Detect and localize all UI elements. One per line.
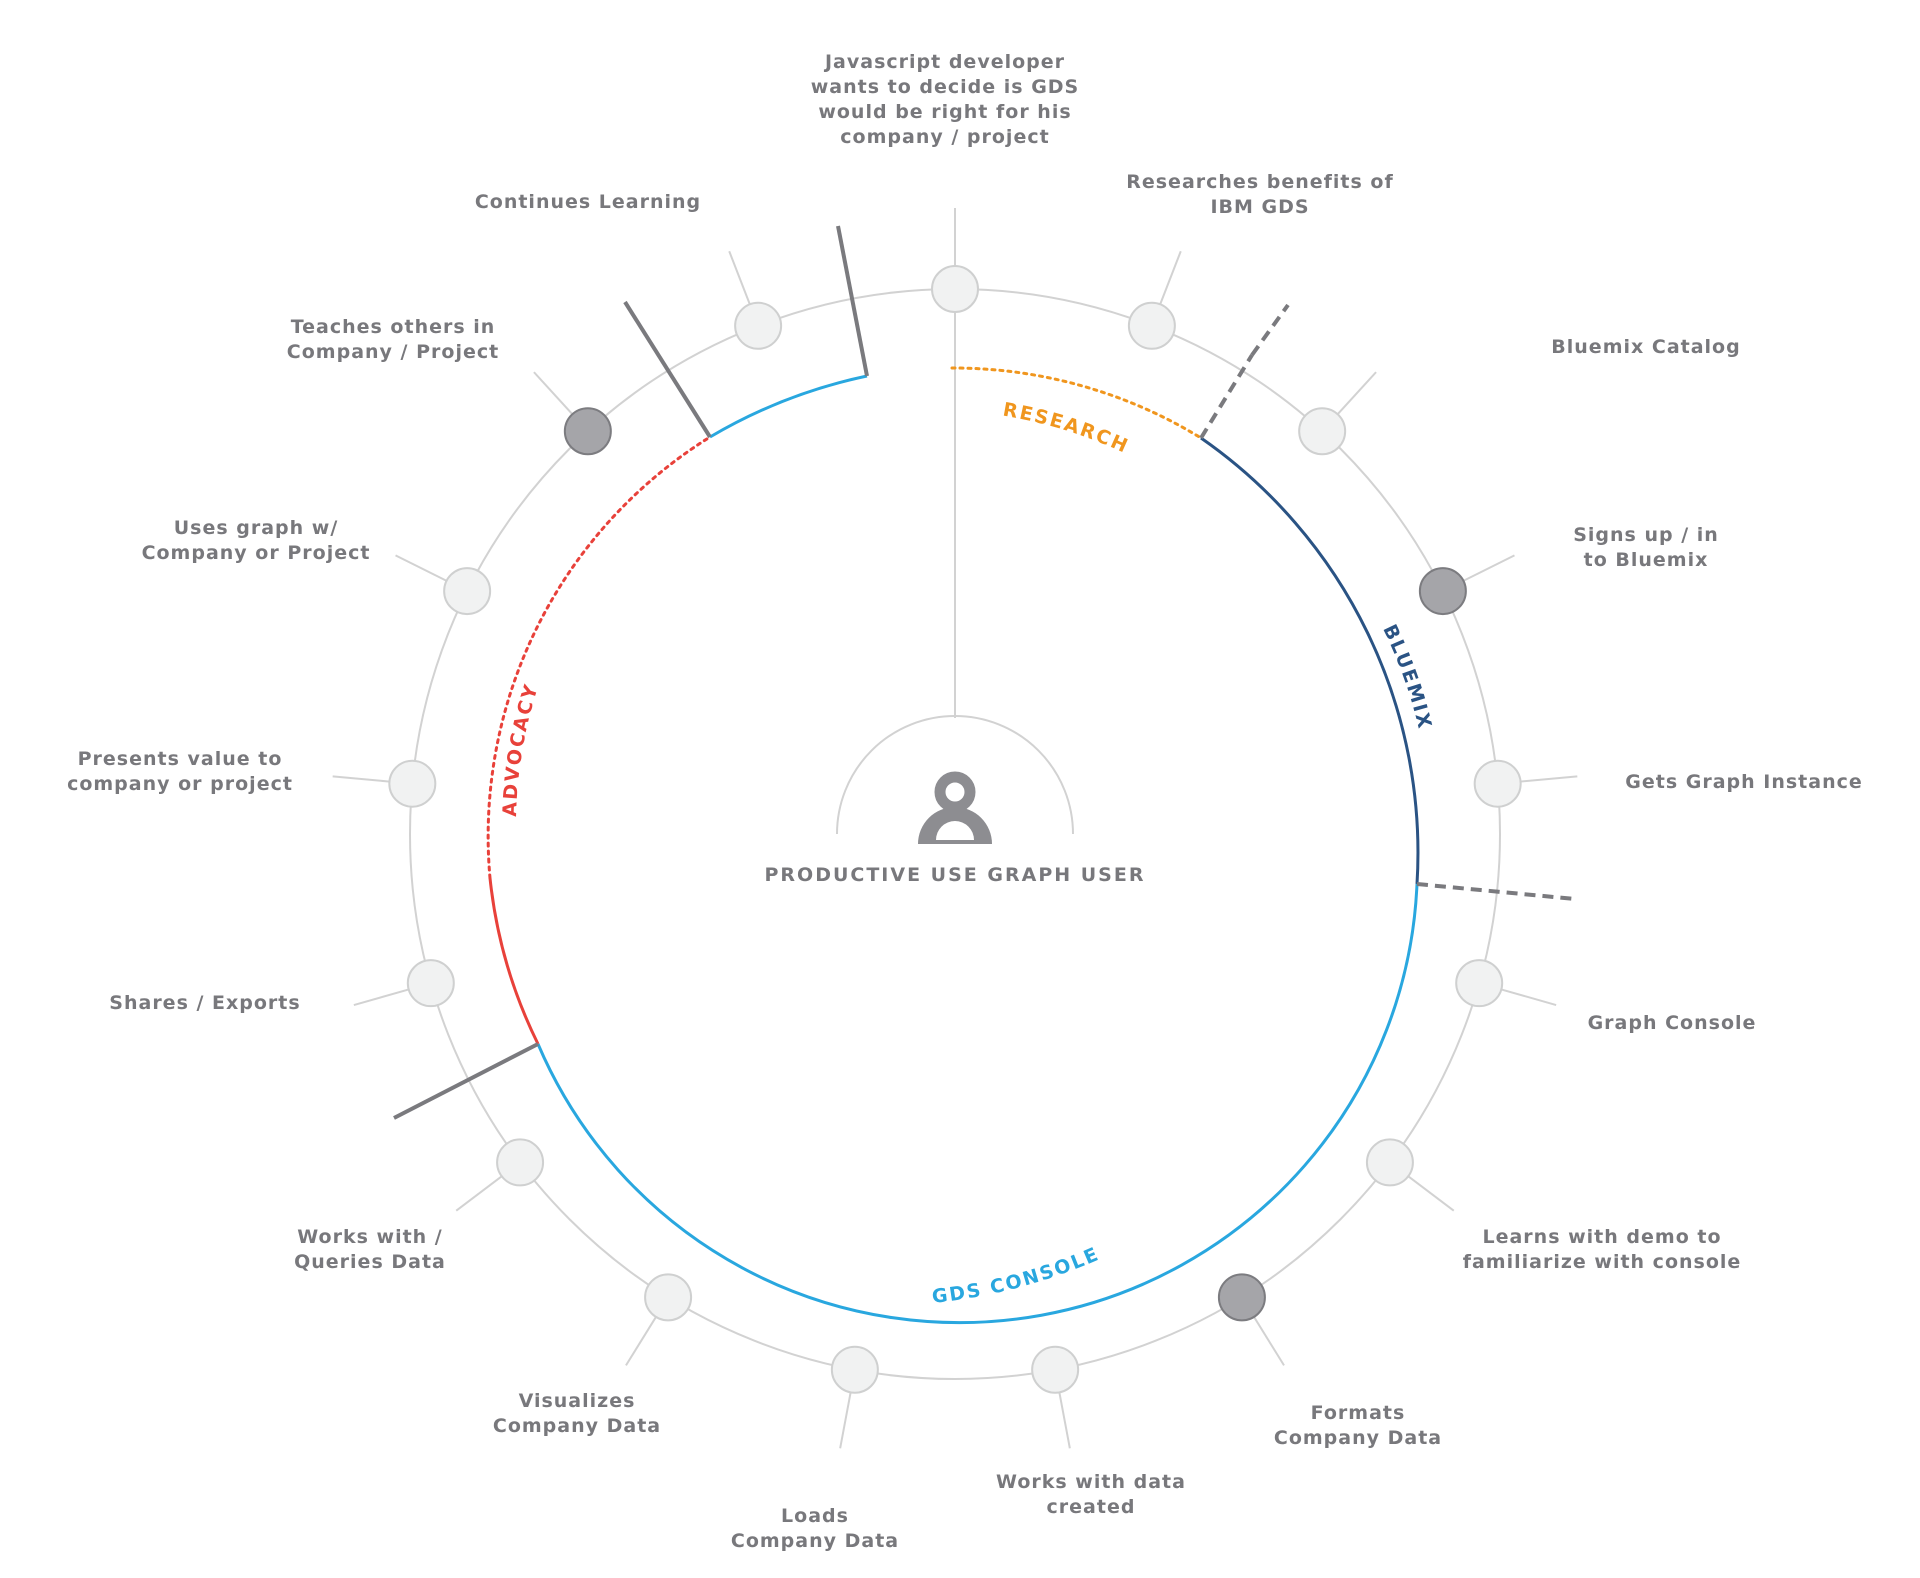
phase-divider-research-bluemix-outer: [1250, 303, 1290, 357]
step-node-teaches-others: [563, 407, 612, 456]
step-node-signs-up: [1418, 567, 1467, 616]
step-label-visualizes-company-data: Visualizes Company Data: [492, 1390, 662, 1437]
step-label-learns-with-demo: Learns with demo to familiarize with con…: [1462, 1226, 1742, 1273]
tick-continues-learning: [728, 250, 752, 306]
tick-loads-company-data: [839, 1391, 852, 1449]
phase-label-research: RESEARCH: [1001, 399, 1132, 458]
step-node-uses-graph: [443, 567, 492, 616]
step-label-uses-graph: Uses graph w/ Company or Project: [141, 517, 371, 564]
tick-learns-with-demo: [1406, 1174, 1455, 1212]
step-label-loads-company-data: Loads Company Data: [730, 1505, 900, 1552]
step-node-javascript-developer: [931, 265, 979, 313]
step-node-gets-graph-instance: [1473, 759, 1522, 808]
step-node-loads-company-data: [830, 1345, 879, 1394]
tick-signs-up: [1462, 554, 1515, 583]
tick-teaches-others: [533, 371, 574, 416]
tick-researches-benefits: [1158, 250, 1182, 306]
step-node-bluemix-catalog: [1298, 407, 1347, 456]
step-nodes: [388, 265, 1522, 1394]
tick-works-with-queries-data: [455, 1174, 504, 1212]
step-label-continues-learning: Continues Learning: [474, 190, 702, 213]
step-label-signs-up: Signs up / in to Bluemix: [1573, 524, 1719, 571]
step-label-bluemix-catalog: Bluemix Catalog: [1551, 335, 1741, 358]
phase-arc-gds-console-top: [709, 374, 868, 439]
step-node-researches-benefits: [1127, 301, 1176, 350]
tick-formats-company-data: [1252, 1315, 1285, 1366]
step-label-teaches-others: Teaches others in Company / Project: [286, 316, 500, 363]
step-label-works-with-queries-data: Works with / Queries Data: [294, 1226, 446, 1273]
step-node-graph-console: [1455, 959, 1504, 1008]
phase-arc-advocacy-dotted: [486, 435, 712, 880]
tick-presents-value: [332, 775, 391, 783]
tick-works-with-data-created: [1058, 1391, 1071, 1449]
step-label-works-with-data-created: Works with data created: [996, 1471, 1186, 1518]
phase-divider-bluemix-console: [1416, 882, 1576, 901]
center-label: PRODUCTIVE USE GRAPH USER: [765, 864, 1146, 886]
phase-divider-research-bluemix: [1199, 353, 1254, 440]
step-node-learns-with-demo: [1365, 1138, 1414, 1187]
tick-visualizes-company-data: [625, 1315, 658, 1366]
step-node-visualizes-company-data: [644, 1273, 693, 1322]
phase-divider-loop-start: [836, 225, 869, 377]
step-label-presents-value: Presents value to company or project: [67, 748, 293, 795]
step-node-formats-company-data: [1217, 1273, 1266, 1322]
phase-arc-advocacy-solid: [488, 877, 540, 1045]
step-label-javascript-developer: Javascript developer wants to decide is …: [810, 51, 1080, 148]
center-dome: [836, 715, 1074, 835]
phase-label-gds-console: GDS CONSOLE: [931, 1243, 1103, 1308]
step-node-shares-exports: [406, 959, 455, 1008]
tick-bluemix-catalog: [1336, 371, 1377, 416]
tick-uses-graph: [395, 554, 448, 583]
step-label-researches-benefits: Researches benefits of IBM GDS: [1126, 171, 1394, 218]
tick-gets-graph-instance: [1519, 775, 1578, 783]
step-node-continues-learning: [734, 301, 783, 350]
phase-arc-research: [950, 366, 1203, 440]
step-node-works-with-queries-data: [496, 1138, 545, 1187]
step-label-formats-company-data: Formats Company Data: [1273, 1402, 1443, 1449]
phase-arc-gds-console: [536, 883, 1419, 1325]
tick-graph-console: [1500, 988, 1557, 1007]
step-node-works-with-data-created: [1031, 1345, 1080, 1394]
step-ticks: [332, 250, 1578, 1449]
step-label-gets-graph-instance: Gets Graph Instance: [1625, 770, 1863, 793]
phase-divider-advocacy-loop: [623, 300, 712, 439]
user-icon: [918, 771, 992, 844]
phase-divider-console-advocacy: [393, 1042, 539, 1120]
tick-shares-exports: [353, 988, 410, 1007]
phase-label-advocacy: ADVOCACY: [499, 681, 543, 817]
step-label-shares-exports: Shares / Exports: [109, 991, 301, 1014]
step-node-presents-value: [388, 759, 437, 808]
step-label-graph-console: Graph Console: [1587, 1011, 1757, 1034]
phase-arc-bluemix: [1200, 436, 1420, 885]
